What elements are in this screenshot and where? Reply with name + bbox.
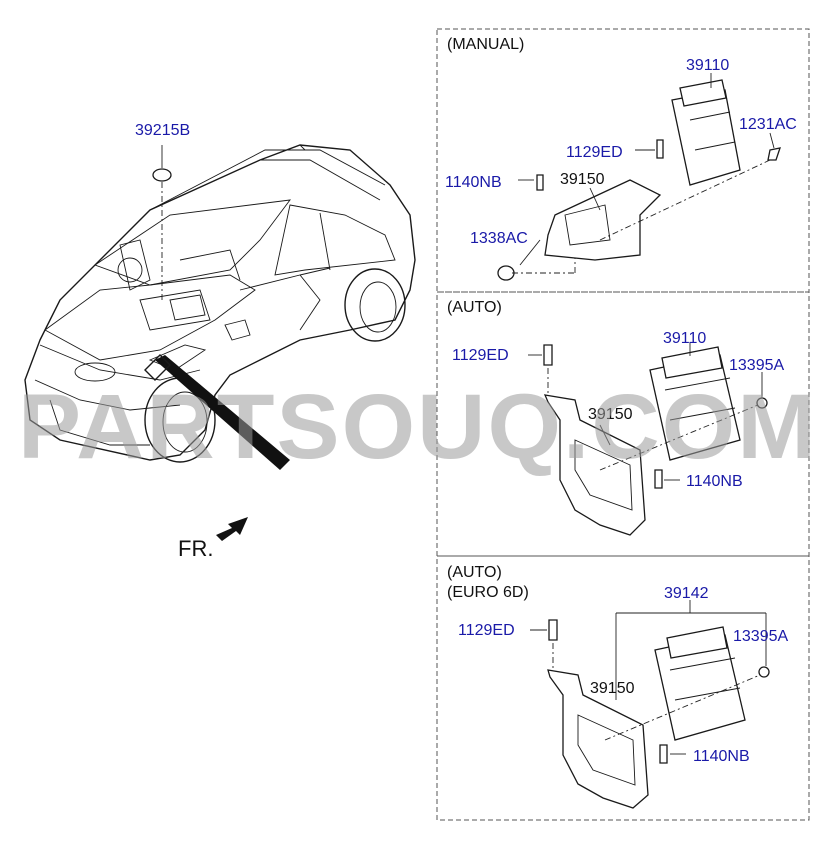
euro-ecu (654, 626, 746, 741)
panel-manual-title: (MANUAL) (447, 36, 524, 53)
callout-manual-1231ac[interactable]: 1231AC (739, 116, 797, 133)
euro-bolt-top (548, 619, 558, 641)
euro-nut-right (758, 666, 770, 678)
callout-manual-1338ac[interactable]: 1338AC (470, 230, 528, 247)
panel-auto-title: (AUTO) (447, 299, 502, 316)
label-auto-39150: 39150 (588, 406, 633, 423)
callout-manual-39110[interactable]: 39110 (686, 57, 729, 74)
callout-auto-1129ed[interactable]: 1129ED (452, 347, 509, 364)
manual-bolt-left (536, 174, 544, 191)
direction-label: FR. (178, 536, 213, 561)
panel-auto-euro-title-line2: (EURO 6D) (447, 584, 529, 601)
label-manual-39150: 39150 (560, 171, 605, 188)
callout-euro-39142[interactable]: 39142 (664, 585, 709, 602)
grommet-part (152, 168, 172, 182)
watermark-text: PARTSOUQ.COM (18, 376, 818, 478)
euro-bracket (547, 669, 649, 809)
callout-manual-1140nb[interactable]: 1140NB (445, 174, 502, 191)
callout-auto-39110[interactable]: 39110 (663, 330, 706, 347)
callout-euro-1129ed[interactable]: 1129ED (458, 622, 515, 639)
harness-arrow (155, 355, 290, 470)
manual-bracket (544, 179, 662, 261)
callout-manual-1129ed[interactable]: 1129ED (566, 144, 623, 161)
auto-bolt-top (543, 344, 553, 366)
auto-bracket (543, 394, 646, 536)
callout-auto-1140nb[interactable]: 1140NB (686, 473, 743, 490)
callout-euro-13395a[interactable]: 13395A (733, 628, 788, 645)
auto-ecu (649, 346, 741, 461)
manual-bolt-right (767, 147, 781, 161)
callout-auto-13395a[interactable]: 13395A (729, 357, 784, 374)
panel-auto (436, 291, 810, 557)
manual-bolt-top (656, 139, 664, 159)
manual-ecu (671, 79, 741, 186)
manual-nut (497, 265, 515, 281)
callout-39215b[interactable]: 39215B (135, 122, 190, 139)
panel-auto-euro (436, 555, 810, 821)
vehicle-illustration (24, 144, 416, 541)
label-euro-39150: 39150 (590, 680, 635, 697)
panel-auto-euro-title-line1: (AUTO) (447, 564, 502, 581)
auto-bolt-bottom (654, 469, 663, 489)
callout-euro-1140nb[interactable]: 1140NB (693, 748, 750, 765)
euro-bolt-bottom (659, 744, 668, 764)
front-arrow-icon (216, 517, 248, 541)
